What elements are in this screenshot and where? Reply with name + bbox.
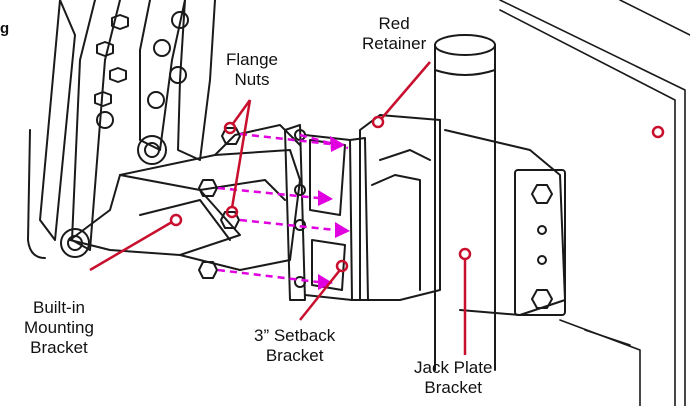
label-built-in-line1: Built-in (32, 298, 85, 317)
callout-flange-nuts-1 (230, 99, 252, 126)
assembly-arrows (217, 132, 349, 284)
built-in-mounting-bracket (69, 124, 301, 271)
label-jack-plate-bracket: Jack Plate Bracket (414, 358, 492, 398)
label-setback-line1: 3” Setback (254, 326, 336, 345)
label-setback-bracket: 3” Setback Bracket (254, 326, 335, 366)
label-red-retainer-line1: Red (378, 14, 410, 33)
label-flange-nuts-line2: Nuts (234, 70, 270, 89)
label-built-in-line3: Bracket (30, 338, 88, 357)
label-flange-nuts-line1: Flange (226, 50, 278, 69)
callout-flange-nuts-2 (230, 99, 252, 209)
arrow-lower-mid (239, 218, 336, 232)
arrow-bottom (217, 268, 319, 284)
label-flange-nuts: Flange Nuts (226, 50, 278, 90)
label-jack-plate-line1: Jack Plate (414, 358, 493, 377)
callout-setback (299, 269, 341, 321)
motor-frame (27, 0, 216, 259)
callout-red-retainer (381, 61, 431, 119)
corner-text: g (0, 20, 10, 37)
label-red-retainer-line2: Retainer (362, 34, 427, 53)
setback-bracket (284, 124, 369, 301)
label-setback-line2: Bracket (265, 346, 324, 365)
callout-built-in (89, 220, 173, 272)
label-built-in-line2: Mounting (24, 318, 94, 337)
label-built-in-mounting-bracket: Built-in Mounting Bracket (24, 298, 94, 358)
transom (499, 0, 690, 407)
arrow-top (239, 132, 331, 146)
label-red-retainer: Red Retainer (362, 14, 426, 54)
callouts (89, 61, 665, 355)
jack-plate-bracket (359, 34, 566, 371)
label-jack-plate-line2: Bracket (424, 378, 483, 397)
